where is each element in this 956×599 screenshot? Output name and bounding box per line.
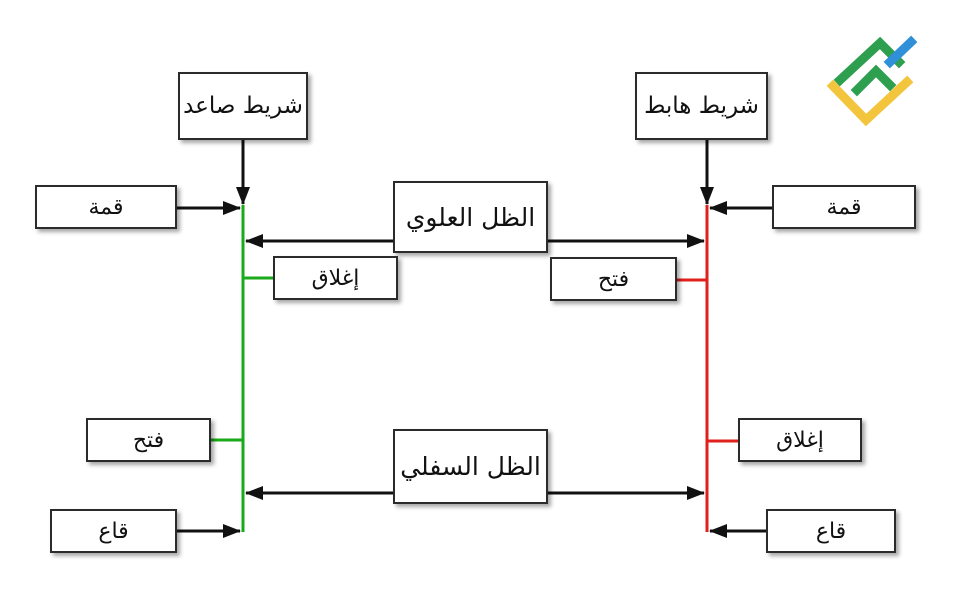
bullish-open-label: فتح [86, 418, 211, 462]
bearish-high-label: قمة [772, 185, 916, 229]
bullish-bar-title: شريط صاعد [178, 72, 308, 140]
bearish-low-label: قاع [766, 509, 896, 553]
bearish-close-label: إغلاق [738, 418, 862, 462]
bullish-low-label: قاع [50, 509, 177, 553]
bearish-bar-title: شريط هابط [635, 72, 768, 140]
bullish-high-label: قمة [35, 185, 177, 229]
bearish-open-label: فتح [550, 257, 677, 301]
bullish-close-label: إغلاق [273, 256, 398, 300]
upper-shadow-label: الظل العلوي [393, 181, 548, 253]
lower-shadow-label: الظل السفلي [393, 429, 548, 504]
brand-logo-icon [826, 35, 918, 127]
